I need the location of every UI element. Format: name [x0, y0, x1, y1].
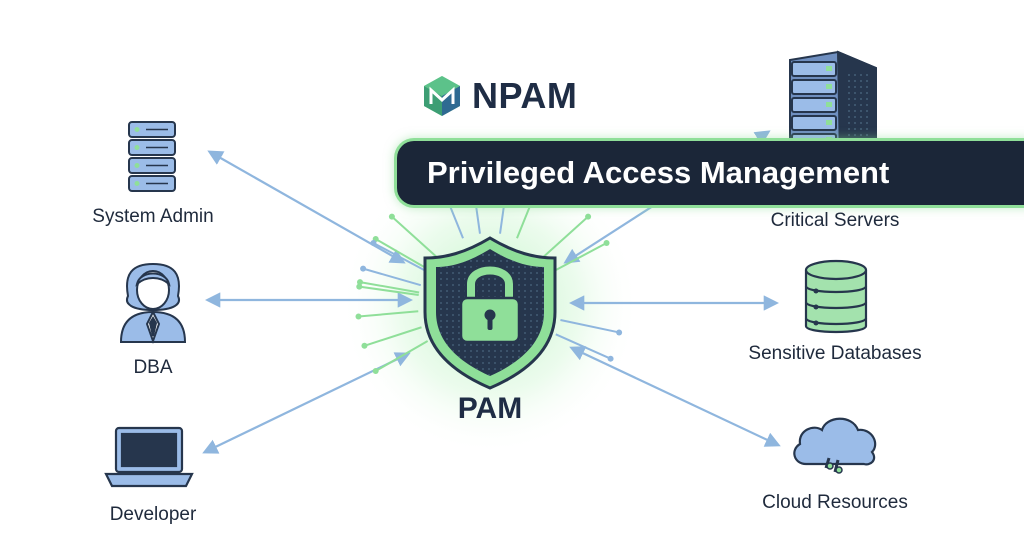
beam-dot [585, 213, 592, 220]
beam-line [560, 318, 620, 334]
cloud-icon [793, 417, 877, 474]
beam-dot [360, 265, 367, 272]
beam-dot [355, 313, 362, 320]
label-cloud-resources: Cloud Resources [762, 492, 908, 513]
beam-line [362, 267, 422, 287]
beam-line [359, 281, 420, 294]
beam-dot [356, 283, 363, 290]
server-rack-icon [789, 50, 877, 162]
lock-icon [459, 264, 521, 344]
beam-dot [372, 368, 379, 374]
hexagon-logo-icon [424, 76, 460, 116]
diagram-title: Privileged Access Management [427, 155, 890, 190]
beam-dot [603, 240, 610, 247]
beam-line [553, 242, 608, 273]
label-sensitive-databases: Sensitive Databases [748, 343, 922, 364]
beam-dot [616, 329, 623, 336]
label-developer: Developer [109, 504, 197, 525]
shield-icon [423, 236, 557, 390]
server-stack-icon [128, 121, 176, 192]
beam-line [372, 242, 427, 273]
beam-dot [357, 279, 364, 286]
beam-line [364, 326, 422, 347]
title-bar: Privileged Access Management [394, 138, 1024, 208]
arrow-cloud-resources [569, 346, 781, 447]
npam-logo: NPAM [420, 72, 577, 120]
label-system-admin: System Admin [92, 206, 214, 227]
laptop-icon [104, 426, 194, 488]
beam-line [375, 238, 429, 270]
label-critical-servers: Critical Servers [770, 210, 900, 231]
pam-label: PAM [457, 392, 523, 425]
beam-line [359, 285, 419, 296]
beam-line [375, 340, 429, 372]
beam-dot [361, 342, 368, 349]
beam-dot [370, 240, 377, 247]
beam-line [391, 215, 438, 258]
beam-dot [388, 213, 395, 220]
logo-text: NPAM [472, 75, 578, 116]
beam-line [542, 215, 589, 258]
beam-dot [607, 355, 614, 362]
label-dba: DBA [133, 357, 173, 378]
database-icon [804, 259, 868, 334]
beam-line [555, 333, 611, 360]
person-icon [119, 262, 187, 345]
beam-line [358, 310, 419, 318]
